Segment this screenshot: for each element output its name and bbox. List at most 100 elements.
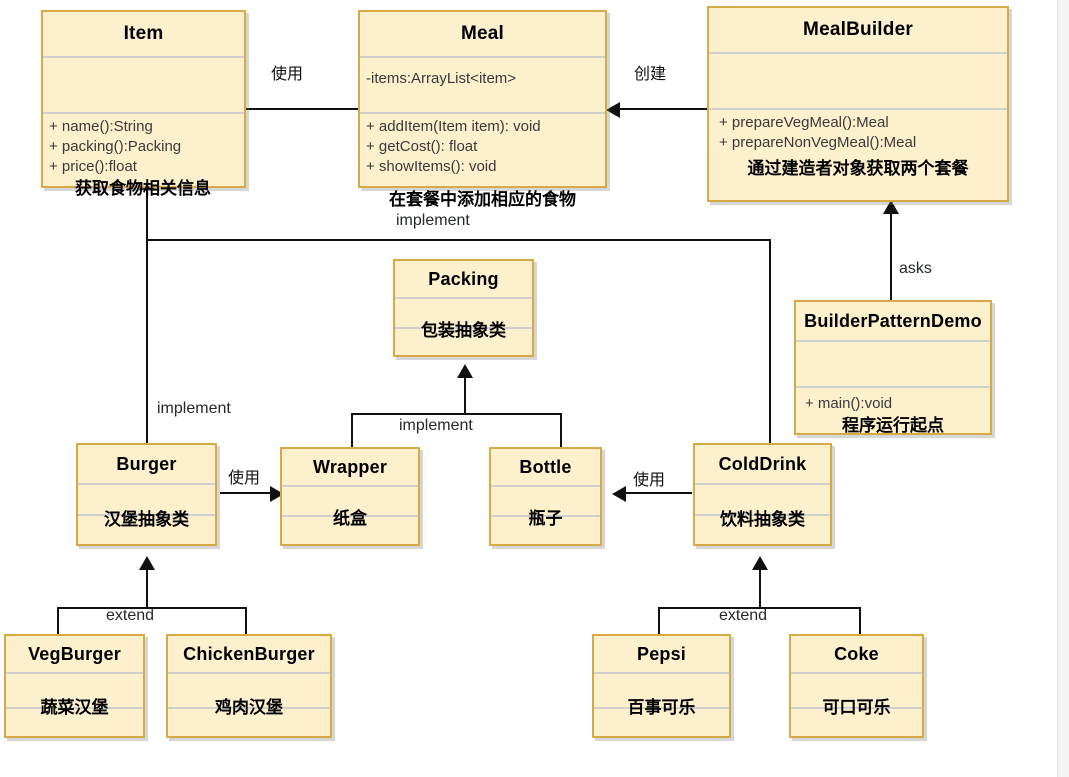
label-packing-implement: implement xyxy=(399,417,473,434)
class-name-chickenburger: ChickenBurger xyxy=(183,643,315,664)
connector-packing-to-wrapper xyxy=(351,413,353,450)
class-name-bottle: Bottle xyxy=(519,456,572,477)
separator xyxy=(78,483,215,485)
class-attributes-meal: -items:ArrayList<item> xyxy=(360,58,605,112)
class-note-mealbuilder: 通过建造者对象获取两个套餐 xyxy=(747,159,969,178)
separator xyxy=(791,707,922,709)
separator xyxy=(6,707,143,709)
method-row: + getCost(): float xyxy=(366,138,478,155)
right-gutter-strip xyxy=(1057,0,1069,777)
class-note-meal: 在套餐中添加相应的食物 xyxy=(389,190,576,209)
class-box-packing[interactable]: Packing xyxy=(393,259,534,357)
label-colddrink-extend: extend xyxy=(719,607,768,624)
method-row: + addItem(Item item): void xyxy=(366,118,541,135)
class-name-coke: Coke xyxy=(834,643,879,664)
class-box-colddrink[interactable]: ColdDrink xyxy=(693,443,832,546)
class-box-burger[interactable]: Burger xyxy=(76,443,217,546)
class-name-item: Item xyxy=(123,23,164,44)
connector-extend-to-coke xyxy=(859,607,861,637)
separator xyxy=(709,52,1007,54)
class-box-item[interactable]: Item + name():String + packing():Packing… xyxy=(41,10,246,188)
class-attributes-item xyxy=(43,58,244,112)
class-name-mealbuilder: MealBuilder xyxy=(803,19,913,40)
method-row: + prepareVegMeal():Meal xyxy=(719,114,889,131)
label-colddrink-implement: implement xyxy=(396,212,470,229)
separator xyxy=(43,112,244,114)
separator xyxy=(78,514,215,516)
class-methods-builderpatterndemo: + main():void xyxy=(796,388,990,437)
class-box-bottle[interactable]: Bottle xyxy=(489,447,602,546)
class-name-pepsi: Pepsi xyxy=(636,643,687,664)
arrowhead-packing-implement xyxy=(457,364,473,378)
connector-demo-to-mealbuilder xyxy=(890,214,892,302)
separator xyxy=(168,672,330,674)
class-attributes-builderpatterndemo xyxy=(796,342,990,386)
method-row: + price():float xyxy=(49,158,137,175)
class-note-colddrink: 饮料抽象类 xyxy=(720,510,805,529)
class-name-burger: Burger xyxy=(116,453,177,474)
connector-extend-to-vegburger xyxy=(57,607,59,637)
class-name-vegburger: VegBurger xyxy=(28,643,121,664)
connector-colddrink-extend-stem xyxy=(759,570,761,608)
separator xyxy=(796,386,990,388)
separator xyxy=(360,56,605,58)
class-note-item: 获取食物相关信息 xyxy=(75,179,211,198)
connector-burger-to-item xyxy=(146,241,148,444)
connector-burger-extend-crossbar xyxy=(57,607,247,609)
class-note-wrapper: 纸盒 xyxy=(333,509,367,528)
arrowhead-demo-to-mealbuilder xyxy=(883,200,899,214)
connector-extend-to-pepsi xyxy=(658,607,660,637)
class-name-meal: Meal xyxy=(460,23,505,44)
class-name-packing: Packing xyxy=(428,268,499,289)
class-box-mealbuilder[interactable]: MealBuilder + prepareVegMeal():Meal + pr… xyxy=(707,6,1009,202)
class-name-wrapper: Wrapper xyxy=(312,456,388,477)
connector-packing-crossbar xyxy=(351,413,562,415)
separator xyxy=(695,514,830,516)
method-row: + name():String xyxy=(49,118,153,135)
label-demo-asks: asks xyxy=(899,260,932,277)
class-box-coke[interactable]: Coke xyxy=(789,634,924,738)
connector-colddrink-extend-crossbar xyxy=(658,607,861,609)
class-box-builderpatterndemo[interactable]: BuilderPatternDemo + main():void xyxy=(794,300,992,435)
separator xyxy=(695,483,830,485)
label-colddrink-uses-bottle: 使用 xyxy=(633,472,666,489)
label-mealbuilder-creates-meal: 创建 xyxy=(634,66,667,83)
arrowhead-burger-extend xyxy=(139,556,155,570)
connector-colddrink-to-bottle xyxy=(624,492,692,494)
separator xyxy=(360,112,605,114)
connector-burger-to-wrapper xyxy=(220,492,272,494)
label-meal-uses-item: 使用 xyxy=(271,66,304,83)
label-burger-uses-wrapper: 使用 xyxy=(228,470,261,487)
class-box-vegburger[interactable]: VegBurger xyxy=(4,634,145,738)
separator xyxy=(709,108,1007,110)
separator xyxy=(395,327,532,329)
class-methods-meal: + addItem(Item item): void + getCost(): … xyxy=(360,114,605,188)
class-methods-mealbuilder: + prepareVegMeal():Meal + prepareNonVegM… xyxy=(709,110,1007,202)
separator xyxy=(491,485,600,487)
separator xyxy=(594,672,729,674)
attribute-row: -items:ArrayList<item> xyxy=(366,70,517,87)
class-box-chickenburger[interactable]: ChickenBurger xyxy=(166,634,332,738)
class-note-builderpatterndemo: 程序运行起点 xyxy=(842,416,944,435)
class-note-vegburger: 蔬菜汉堡 xyxy=(40,698,109,717)
method-row: + showItems(): void xyxy=(366,158,497,175)
arrowhead-mealbuilder-to-meal xyxy=(606,102,620,118)
class-box-wrapper[interactable]: Wrapper xyxy=(280,447,420,546)
class-box-meal[interactable]: Meal -items:ArrayList<item> + addItem(It… xyxy=(358,10,607,188)
separator xyxy=(282,485,418,487)
connector-packing-to-bottle xyxy=(560,413,562,450)
connector-meal-to-item xyxy=(244,108,358,110)
connector-burger-extend-stem xyxy=(146,570,148,608)
class-note-burger: 汉堡抽象类 xyxy=(104,510,189,529)
class-note-bottle: 瓶子 xyxy=(528,509,563,528)
separator xyxy=(491,515,600,517)
connector-item-riser-right xyxy=(146,190,148,241)
method-row: + packing():Packing xyxy=(49,138,182,155)
arrowhead-colddrink-uses-bottle xyxy=(612,486,626,502)
method-row: + prepareNonVegMeal():Meal xyxy=(719,134,917,151)
class-name-builderpatterndemo: BuilderPatternDemo xyxy=(804,310,982,331)
separator xyxy=(796,340,990,342)
class-box-pepsi[interactable]: Pepsi xyxy=(592,634,731,738)
separator xyxy=(6,672,143,674)
class-name-colddrink: ColdDrink xyxy=(718,453,807,474)
